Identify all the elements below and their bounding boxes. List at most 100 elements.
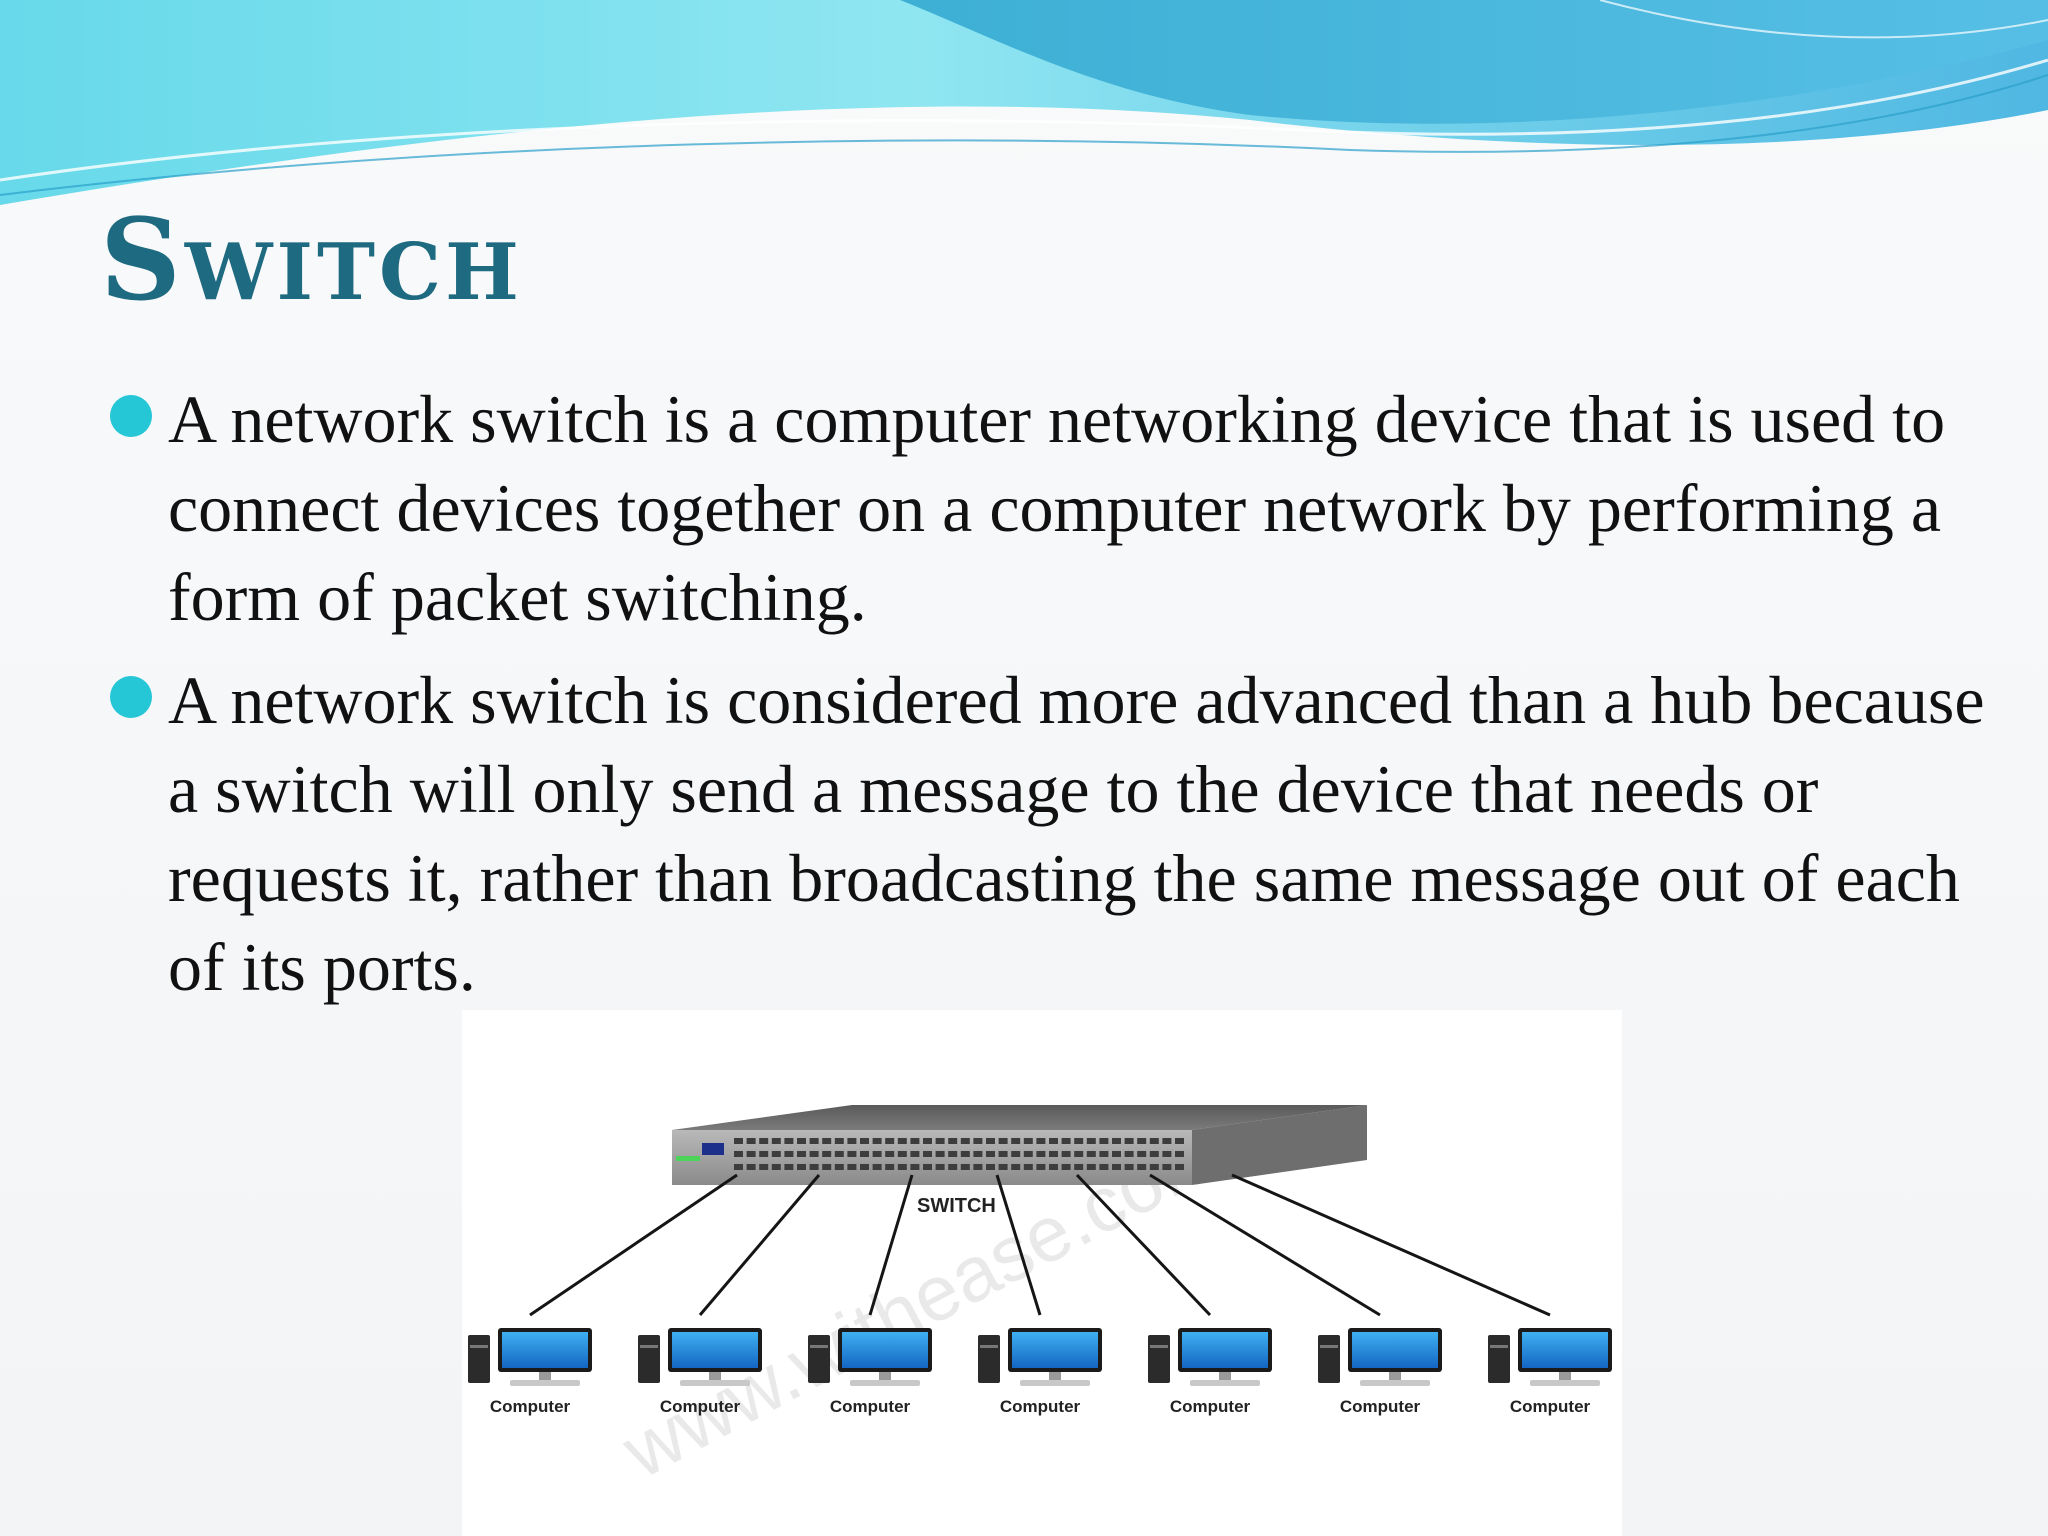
keyboard-icon <box>850 1380 920 1386</box>
switch-port <box>986 1151 995 1157</box>
keyboard-icon <box>680 1380 750 1386</box>
switch-status-light <box>676 1156 700 1161</box>
switch-port <box>797 1138 806 1144</box>
cable-line <box>1075 1173 1212 1317</box>
switch-port <box>1175 1151 1184 1157</box>
computer-label: Computer <box>1000 1397 1081 1416</box>
tower-slot <box>640 1345 658 1348</box>
switch-port <box>1099 1164 1109 1170</box>
switch-port <box>986 1138 995 1144</box>
cable-line <box>1149 1173 1381 1317</box>
switch-port <box>784 1164 794 1170</box>
switch-port <box>759 1138 769 1144</box>
switch-port <box>885 1164 895 1170</box>
monitor-screen-icon <box>502 1332 588 1368</box>
computer: Computer <box>1488 1328 1612 1416</box>
switch-port <box>1175 1138 1184 1144</box>
switch-port <box>734 1164 743 1170</box>
slide-title: Switch <box>100 195 523 326</box>
switch-port <box>834 1151 844 1157</box>
computer: Computer <box>638 1328 762 1416</box>
switch-port <box>1137 1151 1147 1157</box>
switch-port <box>973 1138 983 1144</box>
switch-port <box>897 1138 907 1144</box>
cable-line <box>529 1173 738 1317</box>
tower-icon <box>808 1335 830 1383</box>
switch-port <box>784 1151 794 1157</box>
switch-port <box>860 1164 869 1170</box>
bullet-item: A network switch is considered more adva… <box>110 656 2010 1012</box>
computer: Computer <box>808 1328 932 1416</box>
tower-icon <box>1488 1335 1510 1383</box>
monitor-screen-icon <box>842 1332 928 1368</box>
monitor-stand <box>1389 1372 1401 1380</box>
switch-port <box>1049 1164 1058 1170</box>
computer-label: Computer <box>1340 1397 1421 1416</box>
monitor-screen-icon <box>672 1332 758 1368</box>
switch-port <box>897 1151 907 1157</box>
switch-port <box>1049 1138 1058 1144</box>
header-wave-decoration <box>0 0 2048 205</box>
switch-port <box>771 1164 781 1170</box>
switch-port <box>809 1164 819 1170</box>
monitor-stand <box>879 1372 891 1380</box>
switch-port <box>935 1138 945 1144</box>
switch-port <box>872 1138 882 1144</box>
switch-label: SWITCH <box>917 1195 996 1217</box>
switch-port <box>1023 1138 1033 1144</box>
bullet-dot-icon <box>110 395 152 437</box>
switch-port <box>973 1151 983 1157</box>
switch-port <box>822 1151 832 1157</box>
monitor-screen-icon <box>1182 1332 1268 1368</box>
computer: Computer <box>1318 1328 1442 1416</box>
switch-port <box>822 1164 832 1170</box>
monitor-stand <box>1049 1372 1061 1380</box>
switch-port <box>948 1151 958 1157</box>
switch-port <box>1162 1151 1172 1157</box>
switch-port <box>960 1151 970 1157</box>
switch-port <box>923 1138 932 1144</box>
bullet-item: A network switch is a computer networkin… <box>110 375 2010 642</box>
switch-port <box>948 1138 958 1144</box>
switch-port <box>948 1164 958 1170</box>
switch-port <box>1061 1138 1071 1144</box>
switch-port <box>746 1164 756 1170</box>
switch-port <box>998 1151 1008 1157</box>
switch-led-icon <box>702 1143 724 1155</box>
switch-port <box>960 1138 970 1144</box>
switch-port <box>746 1138 756 1144</box>
tower-slot <box>1150 1345 1168 1348</box>
switch-port <box>872 1164 882 1170</box>
monitor-stand <box>1559 1372 1571 1380</box>
switch-port <box>847 1151 857 1157</box>
tower-icon <box>638 1335 660 1383</box>
switch-port <box>797 1151 806 1157</box>
switch-port <box>935 1151 945 1157</box>
computer-label: Computer <box>1510 1397 1591 1416</box>
cable-line <box>1231 1173 1551 1317</box>
computer-label: Computer <box>830 1397 911 1416</box>
computer: Computer <box>1148 1328 1272 1416</box>
switch-port <box>1112 1164 1121 1170</box>
monitor-screen-icon <box>1352 1332 1438 1368</box>
switch-port <box>998 1164 1008 1170</box>
monitor-stand <box>539 1372 551 1380</box>
switch-port <box>1086 1138 1096 1144</box>
switch-ports <box>734 1138 1184 1170</box>
switch-port <box>860 1151 869 1157</box>
keyboard-icon <box>1020 1380 1090 1386</box>
switch-port <box>746 1151 756 1157</box>
switch-port <box>822 1138 832 1144</box>
switch-port <box>872 1151 882 1157</box>
cable-line <box>868 1174 914 1316</box>
switch-port <box>847 1138 857 1144</box>
switch-port <box>1074 1164 1084 1170</box>
switch-port <box>759 1151 769 1157</box>
switch-port <box>1124 1151 1134 1157</box>
switch-port <box>1061 1164 1071 1170</box>
switch-port <box>1074 1151 1084 1157</box>
cable-line <box>995 1174 1042 1316</box>
